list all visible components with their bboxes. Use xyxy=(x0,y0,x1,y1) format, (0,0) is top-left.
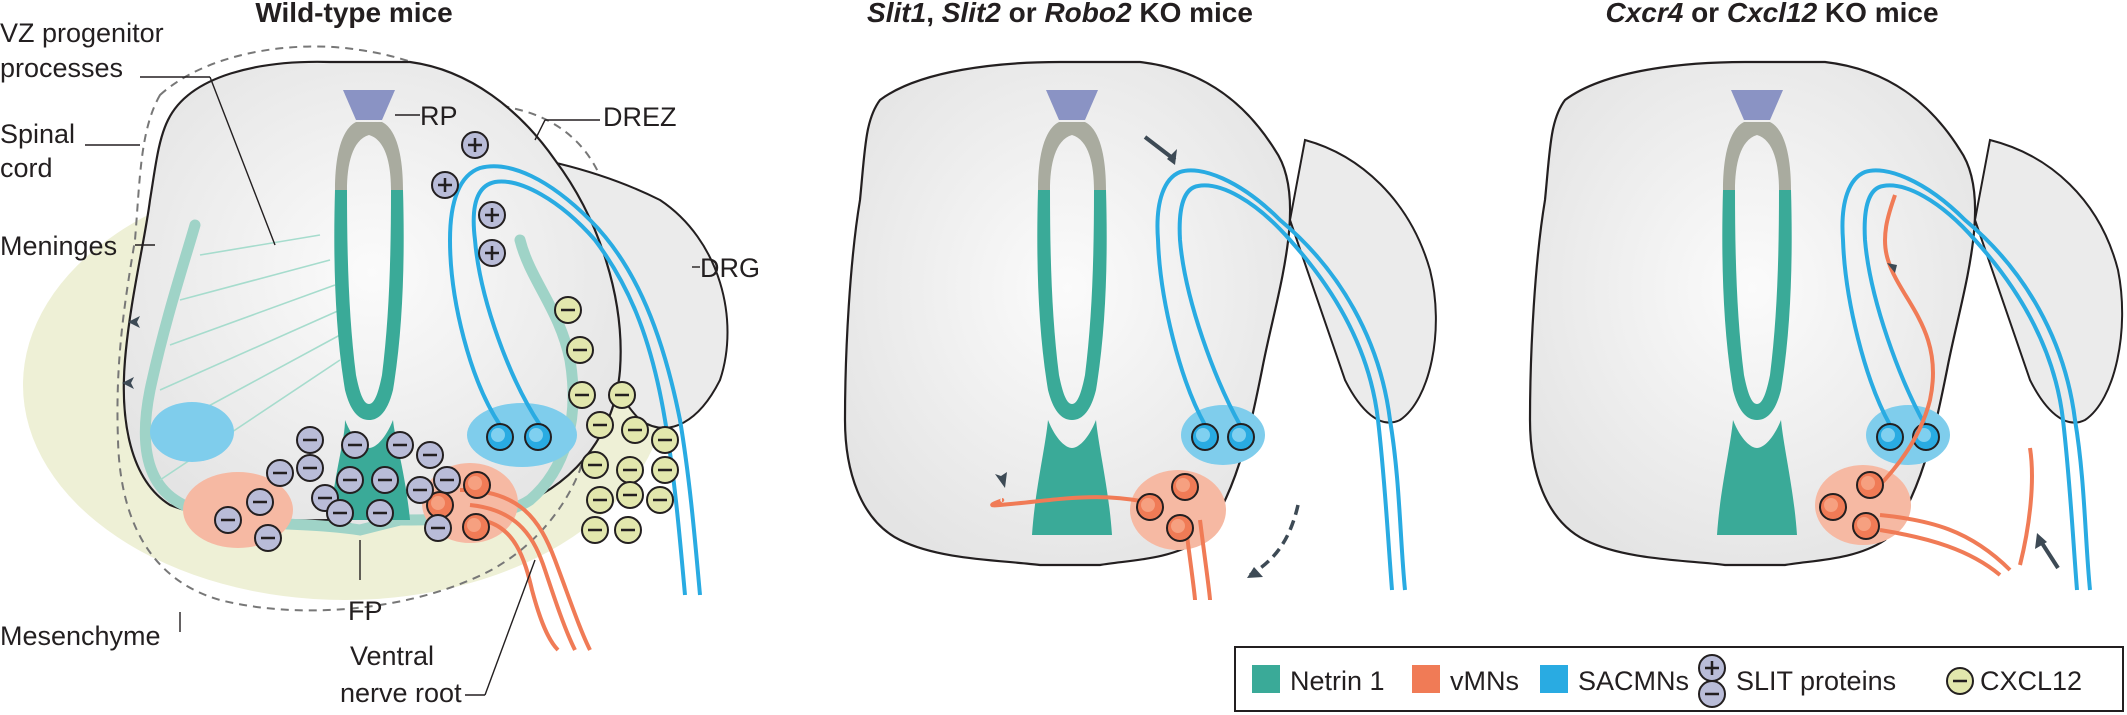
vmn-axon-1 xyxy=(1879,513,2012,572)
central-canal-roof xyxy=(1723,122,1791,190)
spinal-cord xyxy=(1528,60,1977,567)
vmn-axon-2 xyxy=(469,503,577,651)
drg xyxy=(1973,138,2124,424)
minus-icon xyxy=(1945,666,1975,696)
legend-swatch xyxy=(1252,665,1280,693)
sacmn-area xyxy=(467,403,577,467)
sacmn-axon-1 xyxy=(447,164,702,596)
vmn-axon-3 xyxy=(479,518,560,652)
sacmn-axon-2 xyxy=(1177,183,1394,591)
arrowhead-icon xyxy=(1167,149,1177,165)
central-canal xyxy=(1722,190,1792,420)
title-part: , xyxy=(926,0,942,28)
legend-swatch xyxy=(1412,665,1440,693)
central-canal-roof xyxy=(335,122,403,190)
legend-label: SACMNs xyxy=(1578,666,1689,696)
panel-title-wild-type: Wild-type mice xyxy=(255,0,452,28)
panel-cxcr4-ko: Cxcr4 or Cxcl12 KO mice xyxy=(1528,0,2124,591)
arrowhead-icon xyxy=(122,377,134,389)
label-vz-2: processes xyxy=(0,53,123,83)
plus-icon xyxy=(1697,653,1727,683)
label-meninges: Meninges xyxy=(0,231,117,261)
panel-slit-ko: Slit1, Slit2 or Robo2 KO mice xyxy=(843,0,1437,601)
title-part: Cxcr4 xyxy=(1605,0,1683,28)
label-fp: FP xyxy=(348,596,383,626)
vmn-axon-2 xyxy=(1198,519,1212,601)
title-part: Cxcl12 xyxy=(1727,0,1818,28)
label-nerve-root: nerve root xyxy=(340,678,462,708)
legend-label: vMNs xyxy=(1450,666,1519,696)
sacmn-area-left xyxy=(150,402,234,462)
roof-plate xyxy=(343,90,395,120)
panel-title-slit-ko: Slit1, Slit2 or Robo2 KO mice xyxy=(867,0,1253,28)
label-ventral: Ventral xyxy=(350,641,434,671)
panel-wild-type: Wild-type mice xyxy=(0,0,760,708)
vmn-axon-1 xyxy=(459,488,592,651)
vmn-axon-3 xyxy=(2018,447,2034,566)
minus-icon xyxy=(1697,679,1727,709)
label-drg: DRG xyxy=(700,253,760,283)
meninges-band xyxy=(139,219,579,536)
label-vz: VZ progenitor xyxy=(0,18,164,48)
label-spinal-cord: Spinal xyxy=(0,119,75,149)
arrowhead-icon xyxy=(995,472,1007,488)
roof-plate xyxy=(1046,90,1098,120)
legend-label: CXCL12 xyxy=(1980,666,2082,696)
title-part: KO mice xyxy=(1132,0,1253,28)
legend-item-cxcl12: CXCL12 xyxy=(1945,666,2082,696)
vmn-axon-2 xyxy=(1879,528,2002,577)
panel-title-cxcr4-ko: Cxcr4 or Cxcl12 KO mice xyxy=(1605,0,1938,28)
arrow-icon xyxy=(2038,538,2060,570)
sacmn-axon-1 xyxy=(1840,168,2092,591)
legend-item-vmns: vMNs xyxy=(1412,665,1519,696)
floor-plate-netrin xyxy=(1717,420,1797,535)
legend-item-sacmns: SACMNs xyxy=(1540,665,1689,696)
central-canal-roof xyxy=(1038,122,1106,190)
title-part: Slit2 xyxy=(942,0,1002,28)
sacmn-axon-2 xyxy=(1862,183,2079,591)
arrowhead-icon xyxy=(2035,533,2047,549)
label-rp: RP xyxy=(420,101,458,131)
roof-plate xyxy=(1731,90,1783,120)
arrowhead-icon xyxy=(1887,263,1897,273)
drg xyxy=(1288,138,1437,424)
label-spinal-cord-2: cord xyxy=(0,153,53,183)
legend-item-netrin: Netrin 1 xyxy=(1252,665,1385,696)
title-part: or xyxy=(1683,0,1727,28)
title-part: Wild-type mice xyxy=(255,0,452,28)
label-mesenchyme: Mesenchyme xyxy=(0,621,161,651)
title-part: KO mice xyxy=(1817,0,1938,28)
dashed-arrow xyxy=(1249,504,1300,577)
label-drez: DREZ xyxy=(603,102,677,132)
title-part: Slit1 xyxy=(867,0,926,28)
legend-swatch xyxy=(1540,665,1568,693)
title-part: Robo2 xyxy=(1044,0,1132,28)
vmn-axon-midline xyxy=(990,495,1161,508)
central-canal xyxy=(334,190,404,420)
title-part: or xyxy=(1001,0,1045,28)
floor-plate-netrin xyxy=(1032,420,1112,535)
spinal-cord xyxy=(843,60,1292,567)
legend-item-slit: SLIT proteins xyxy=(1697,653,1896,709)
arrowhead-icon xyxy=(128,316,140,328)
legend-box xyxy=(1234,646,2124,712)
sacmn-axon-1 xyxy=(1155,168,1407,591)
arrowhead-icon xyxy=(1247,567,1263,578)
legend-label: Netrin 1 xyxy=(1290,666,1385,696)
legend: Netrin 1 vMNs SACMNs SLIT proteins CXCL1… xyxy=(1234,646,2124,712)
leader-lines xyxy=(85,76,700,696)
vmn-area xyxy=(1815,465,1911,545)
vmn-axon-dorsal xyxy=(1873,194,1935,492)
central-canal xyxy=(1037,190,1107,420)
legend-label: SLIT proteins xyxy=(1736,666,1896,696)
